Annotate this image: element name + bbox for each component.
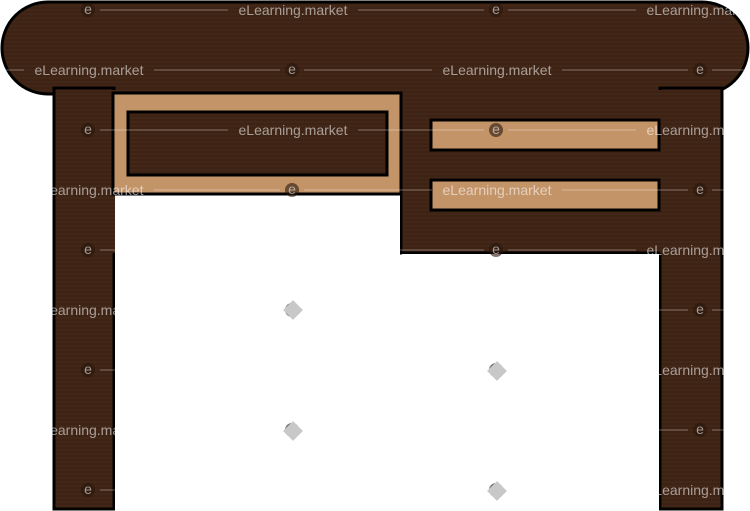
watermark-mark: e xyxy=(81,361,95,377)
watermark-mark: e xyxy=(81,1,95,17)
desktop-top xyxy=(0,0,750,96)
watermark-brand-text: eLearning.market xyxy=(647,122,750,138)
watermark-brand-text: eLearning.market xyxy=(239,242,348,258)
svg-text:e: e xyxy=(288,181,296,197)
svg-text:e: e xyxy=(84,361,92,377)
watermark-brand-text: eLearning.market xyxy=(239,2,348,18)
watermark-diamond-icon xyxy=(283,421,303,441)
watermark-brand-text: eLearning.market xyxy=(647,362,750,378)
cabinet-outline xyxy=(399,194,660,255)
svg-text:e: e xyxy=(288,61,296,77)
svg-text:e: e xyxy=(696,301,704,317)
left-drawer xyxy=(126,110,389,177)
watermark-brand-text: eLearning.market xyxy=(443,62,552,78)
left-leg xyxy=(52,86,116,511)
svg-text:e: e xyxy=(492,1,500,17)
svg-text:e: e xyxy=(696,421,704,437)
watermark-mark: e xyxy=(285,181,299,197)
watermark-brand-text: eLearning.market xyxy=(647,242,750,258)
watermark-brand-text: eLearning.market xyxy=(443,182,552,198)
svg-text:e: e xyxy=(84,1,92,17)
watermark-mark: e xyxy=(693,61,707,77)
watermark-mark: e xyxy=(81,481,95,497)
watermark-mark: e xyxy=(693,301,707,317)
watermark-diamond-icon xyxy=(487,361,507,381)
watermark-brand-text: eLearning.market xyxy=(35,302,144,318)
watermark-brand-text: eLearning.market xyxy=(239,362,348,378)
watermark-brand-text: eLearning.market xyxy=(35,182,144,198)
right-leg xyxy=(658,86,724,511)
svg-text:e: e xyxy=(492,121,500,137)
watermark-mark: e xyxy=(285,61,299,77)
svg-text:e: e xyxy=(84,481,92,497)
watermark-brand-text: eLearning.market xyxy=(647,482,750,498)
watermark-mark: e xyxy=(489,121,503,137)
watermark-mark: e xyxy=(81,121,95,137)
watermark-brand-text: eLearning.market xyxy=(443,302,552,318)
watermark-layer: e eLearning.market e eLearning.market e eLear… xyxy=(0,1,750,501)
watermark-mark: e xyxy=(489,241,503,257)
watermark-brand-text: eLearning.market xyxy=(239,482,348,498)
knee-space-right xyxy=(402,254,659,511)
svg-text:e: e xyxy=(696,181,704,197)
svg-text:e: e xyxy=(84,241,92,257)
svg-text:e: e xyxy=(84,121,92,137)
watermark-mark: e xyxy=(489,1,503,17)
watermark-diamond-icon xyxy=(487,481,507,501)
watermark-mark: e xyxy=(693,181,707,197)
svg-text:e: e xyxy=(696,61,704,77)
right-drawer-bottom xyxy=(429,178,661,212)
svg-text:e: e xyxy=(492,241,500,257)
knee-space-left xyxy=(115,195,400,511)
watermark-brand-text: eLearning.market xyxy=(239,122,348,138)
watermark-brand-text: eLearning.market xyxy=(647,2,750,18)
watermark-diamond-icon xyxy=(283,300,303,320)
watermark-brand-text: eLearning.market xyxy=(35,422,144,438)
watermark-mark: e xyxy=(81,241,95,257)
watermark-brand-text: eLearning.market xyxy=(35,62,144,78)
watermark-brand-text: eLearning.market xyxy=(443,422,552,438)
right-drawer-top xyxy=(429,118,661,152)
watermark-mark: e xyxy=(693,421,707,437)
